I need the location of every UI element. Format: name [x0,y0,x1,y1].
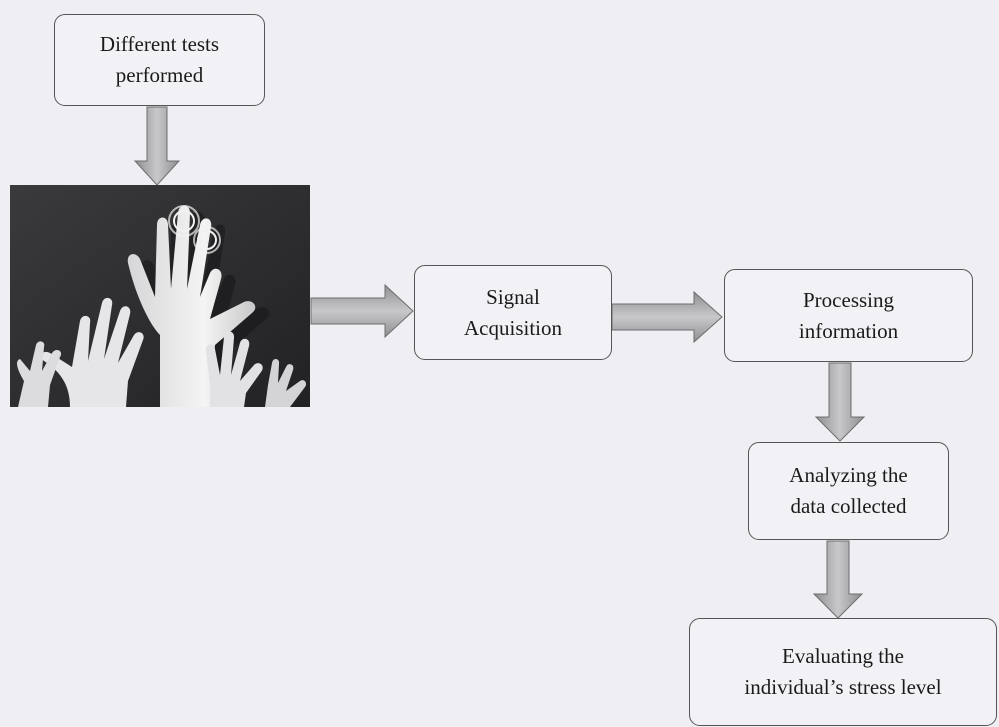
node-analyzing-data: Analyzing the data collected [748,442,949,540]
node-signal-acquisition: Signal Acquisition [414,265,612,360]
arrow-processing-to-analyzing [814,362,866,442]
node-different-tests: Different tests performed [54,14,265,106]
node-evaluating-stress: Evaluating the individual’s stress level [689,618,997,726]
node-processing-information-label: Processing information [798,287,899,343]
node-evaluating-stress-label: Evaluating the individual’s stress level [744,644,942,699]
arrow-signal-to-processing [611,290,723,344]
arrow-analyzing-to-evaluating [812,540,864,619]
arrow-tests-to-image [133,106,181,186]
node-different-tests-label: Different tests performed [99,32,220,87]
node-analyzing-data-label: Analyzing the data collected [789,463,908,518]
node-processing-information: Processing information [724,269,973,362]
node-signal-acquisition-label: Signal Acquisition [464,284,562,340]
hands-fingerprint-image [10,185,310,407]
arrow-image-to-signal [310,283,414,339]
